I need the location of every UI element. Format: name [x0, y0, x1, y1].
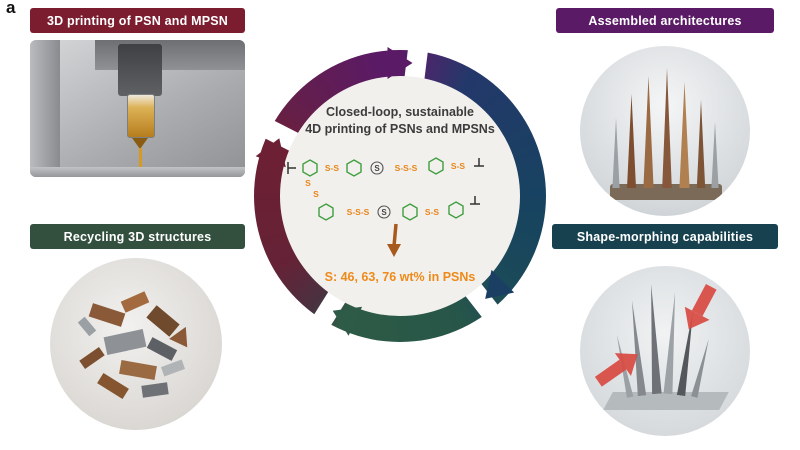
debris-piece	[119, 359, 157, 381]
header-recycling: Recycling 3D structures	[30, 224, 245, 249]
morphing-arrow-shaft	[691, 283, 717, 317]
debris-piece	[160, 359, 186, 377]
sulfur-chain: S-S-S	[395, 163, 418, 173]
spire	[696, 100, 706, 188]
down-arrow-head	[387, 243, 401, 257]
benzene-ring	[402, 203, 418, 221]
cycle-arrowhead-top	[387, 47, 413, 79]
spire	[679, 82, 690, 188]
benzene-ring	[448, 201, 464, 219]
spire	[643, 76, 654, 188]
debris-piece	[141, 382, 169, 398]
spire	[612, 118, 620, 188]
debris-piece	[77, 316, 97, 337]
circled-s	[370, 161, 384, 175]
printer-printhead	[118, 44, 162, 96]
architecture-photo	[580, 46, 750, 216]
printer-nozzle-tip	[132, 138, 148, 149]
gray-spire	[660, 292, 682, 395]
architecture-base	[610, 184, 722, 200]
cycle-title: Closed-loop, sustainable 4D printing of …	[290, 104, 510, 138]
circled-s-label: S	[381, 208, 387, 217]
printer-photo	[30, 40, 245, 177]
polysulfide-structure: S-S S S-S-S S-S S S S-S-S S S-S	[287, 157, 484, 257]
header-assembled-architectures: Assembled architectures	[556, 8, 774, 33]
cycle-center: Closed-loop, sustainable 4D printing of …	[280, 76, 520, 316]
benzene-ring	[302, 159, 318, 177]
sulfur-content-note: S: 46, 63, 76 wt% in PSNs	[324, 269, 476, 284]
sulfur-chain: S-S	[325, 163, 340, 173]
cycle-diagram: Closed-loop, sustainable 4D printing of …	[254, 45, 546, 342]
printer-extruded-filament	[139, 148, 142, 171]
morphing-base-platform	[603, 392, 729, 410]
sulfur-atom: S	[305, 178, 311, 188]
header-shape-morphing-label: Shape-morphing capabilities	[576, 229, 754, 244]
debris-piece	[120, 291, 150, 313]
figure-label: a	[6, 0, 16, 17]
printer-rail	[30, 40, 60, 177]
end-group	[470, 195, 480, 205]
circled-s-label: S	[374, 164, 380, 173]
benzene-ring	[318, 203, 334, 221]
spire	[627, 94, 636, 188]
morphing-arrow	[676, 280, 723, 336]
debris-piece	[103, 329, 147, 355]
benzene-ring	[428, 157, 444, 175]
sulfur-chain: S-S	[425, 207, 440, 217]
down-arrow-shaft	[392, 223, 398, 246]
debris-piece	[88, 303, 126, 327]
printer-build-plate	[30, 167, 245, 177]
gray-spire	[689, 338, 714, 399]
cycle-title-line2: 4D printing of PSNs and MPSNs	[305, 121, 495, 136]
gray-spire	[643, 284, 665, 395]
debris-piece	[79, 347, 105, 369]
header-recycling-label: Recycling 3D structures	[63, 229, 212, 244]
sulfur-chain: S-S-S	[347, 207, 370, 217]
spire	[662, 68, 672, 188]
header-3d-printing: 3D printing of PSN and MPSN	[30, 8, 245, 33]
shape-morphing-photo	[580, 266, 750, 436]
end-group	[287, 161, 296, 174]
spire	[711, 122, 719, 188]
circled-s	[377, 205, 391, 219]
end-group	[474, 157, 484, 167]
cycle-title-line1: Closed-loop, sustainable	[326, 105, 474, 119]
header-shape-morphing: Shape-morphing capabilities	[552, 224, 778, 249]
benzene-ring	[346, 159, 362, 177]
header-assembled-label: Assembled architectures	[588, 13, 742, 28]
printer-syringe-barrel	[127, 94, 155, 138]
sulfur-chain: S-S	[451, 161, 466, 171]
sulfur-atom: S	[313, 189, 319, 199]
debris-piece	[97, 372, 129, 400]
recycling-photo	[50, 258, 222, 430]
header-3d-printing-label: 3D printing of PSN and MPSN	[46, 13, 229, 28]
